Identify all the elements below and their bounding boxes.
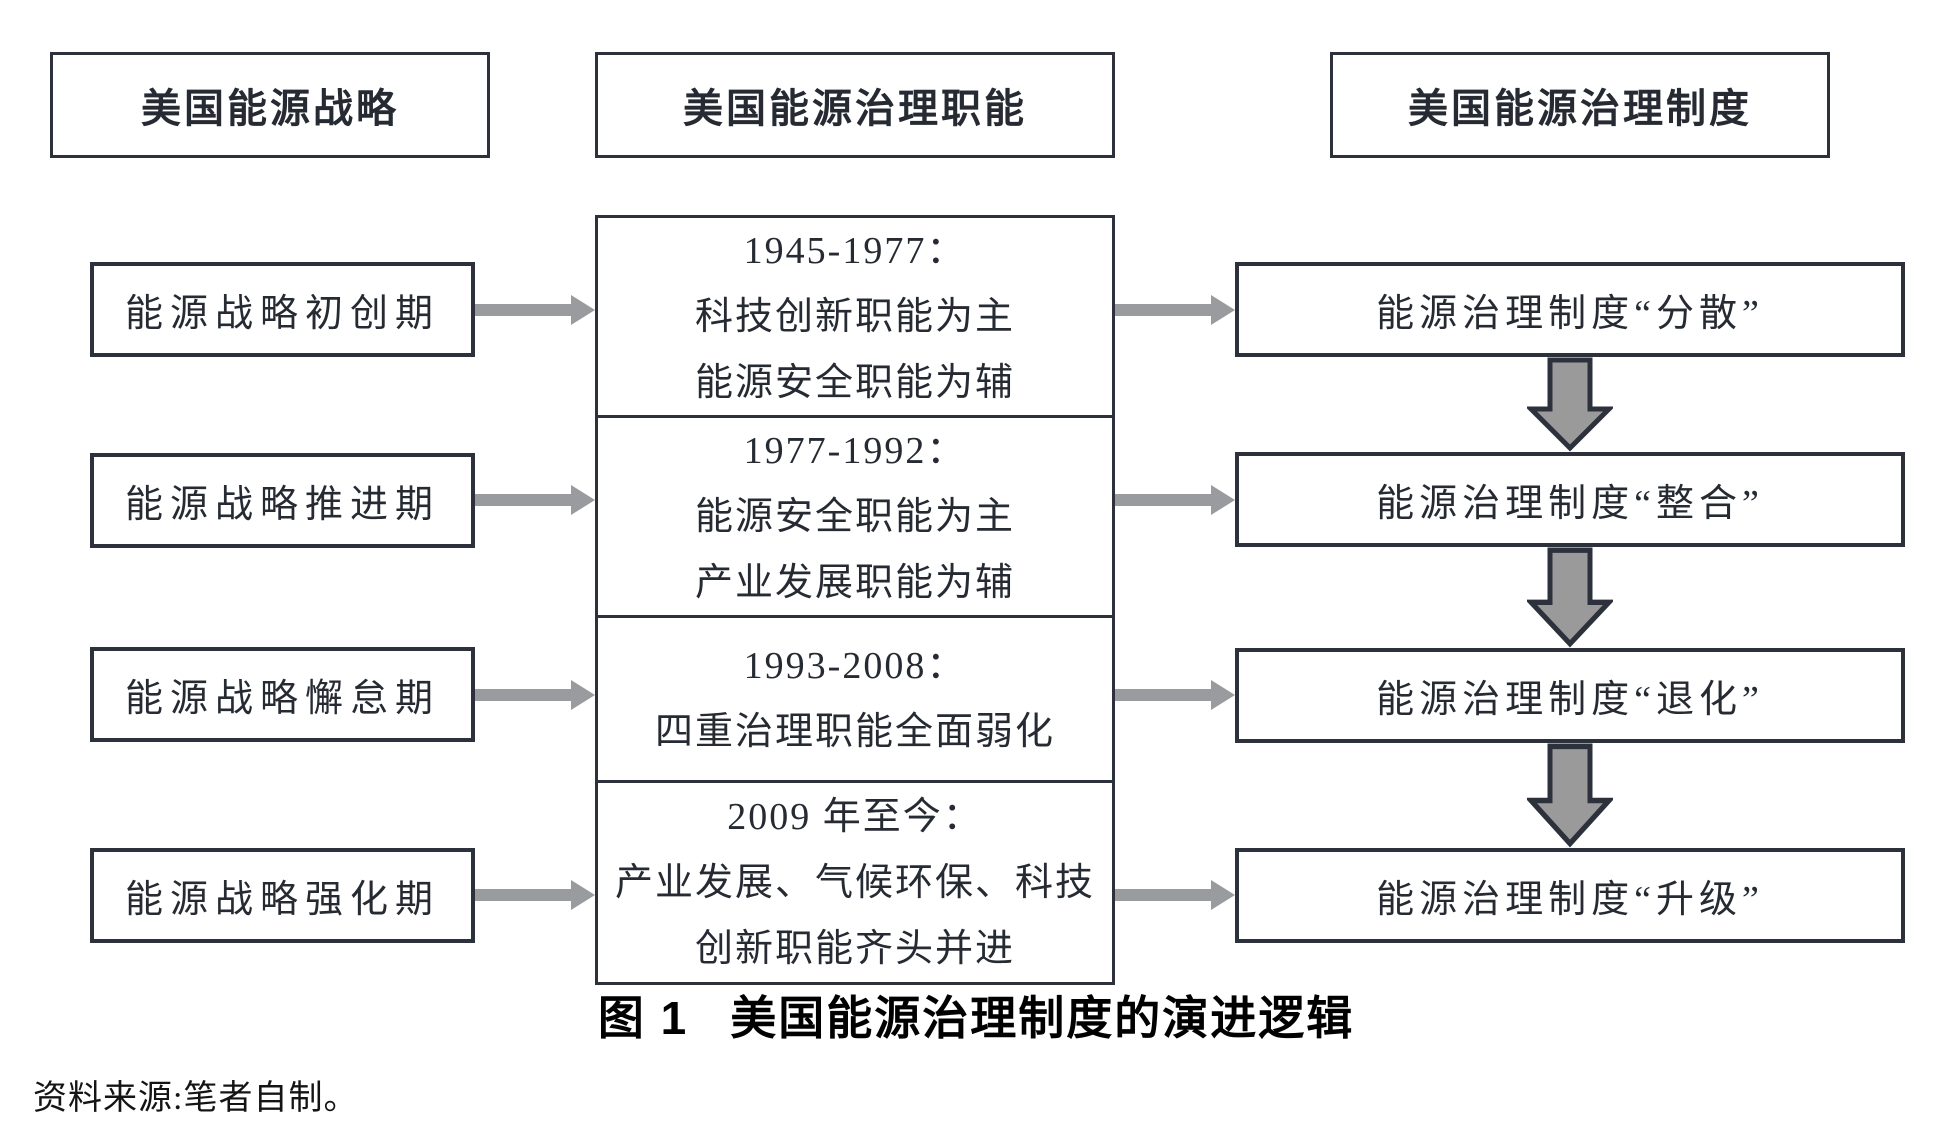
function-line: 四重治理职能全面弱化 (654, 711, 1055, 753)
right-arrow-icon (1115, 295, 1235, 325)
stage-box-strengthen-label: 能源战略强化期 (124, 879, 440, 921)
function-line: 能源安全职能为辅 (694, 361, 1015, 404)
figure-number-label: 图 1 (597, 992, 689, 1044)
function-line: 产业发展职能为辅 (694, 561, 1015, 604)
function-box-1993-2008: 1993-2008： 四重治理职能全面弱化 (595, 615, 1115, 783)
column-header-institutions: 美国能源治理制度 (1330, 52, 1830, 158)
right-arrow-icon (475, 680, 595, 710)
right-arrow-icon (475, 295, 595, 325)
function-line: 科技创新职能为主 (694, 295, 1015, 338)
function-era-label: 1977-1992： (743, 429, 967, 472)
stage-box-slack-label: 能源战略懈怠期 (124, 678, 440, 720)
stage-box-advance-label: 能源战略推进期 (124, 484, 440, 526)
down-block-arrow-icon (1527, 547, 1613, 648)
function-box-2009-present: 2009 年至今： 产业发展、气候环保、科技 创新职能齐头并进 (595, 780, 1115, 985)
institution-box-integrated-label: 能源治理制度“整合” (1376, 483, 1764, 525)
institution-box-dispersed-label: 能源治理制度“分散” (1376, 293, 1764, 335)
function-line: 创新职能齐头并进 (694, 927, 1015, 970)
stage-box-initial-label: 能源战略初创期 (124, 293, 440, 335)
column-header-institutions-label: 美国能源治理制度 (1408, 86, 1752, 131)
right-arrow-icon (1115, 880, 1235, 910)
function-era-label: 1993-2008： (743, 645, 967, 687)
function-box-1945-1977: 1945-1977： 科技创新职能为主 能源安全职能为辅 (595, 215, 1115, 418)
stage-box-strengthen: 能源战略强化期 (90, 848, 475, 943)
figure-caption: 图 1 美国能源治理制度的演进逻辑 (0, 982, 1952, 1048)
right-arrow-icon (1115, 680, 1235, 710)
stage-box-slack: 能源战略懈怠期 (90, 647, 475, 742)
institution-box-dispersed: 能源治理制度“分散” (1235, 262, 1905, 357)
stage-box-initial: 能源战略初创期 (90, 262, 475, 357)
column-header-strategy: 美国能源战略 (50, 52, 490, 158)
source-note: 资料来源:笔者自制。 (33, 1080, 359, 1117)
institution-box-upgraded: 能源治理制度“升级” (1235, 848, 1905, 943)
down-block-arrow-icon (1527, 357, 1613, 452)
function-era-label: 1945-1977： (743, 229, 967, 272)
function-line: 能源安全职能为主 (694, 495, 1015, 538)
institution-box-degraded: 能源治理制度“退化” (1235, 648, 1905, 743)
right-arrow-icon (1115, 485, 1235, 515)
right-arrow-icon (475, 880, 595, 910)
column-header-strategy-label: 美国能源战略 (141, 86, 399, 131)
column-header-functions: 美国能源治理职能 (595, 52, 1115, 158)
institution-box-integrated: 能源治理制度“整合” (1235, 452, 1905, 547)
figure-title: 美国能源治理制度的演进逻辑 (730, 992, 1355, 1044)
stage-box-advance: 能源战略推进期 (90, 453, 475, 548)
function-line: 产业发展、气候环保、科技 (614, 861, 1095, 904)
function-era-label: 2009 年至今： (727, 795, 983, 838)
down-block-arrow-icon (1527, 743, 1613, 848)
column-header-functions-label: 美国能源治理职能 (683, 86, 1027, 131)
institution-box-degraded-label: 能源治理制度“退化” (1376, 679, 1764, 721)
institution-box-upgraded-label: 能源治理制度“升级” (1376, 879, 1764, 921)
right-arrow-icon (475, 485, 595, 515)
function-box-1977-1992: 1977-1992： 能源安全职能为主 产业发展职能为辅 (595, 415, 1115, 618)
